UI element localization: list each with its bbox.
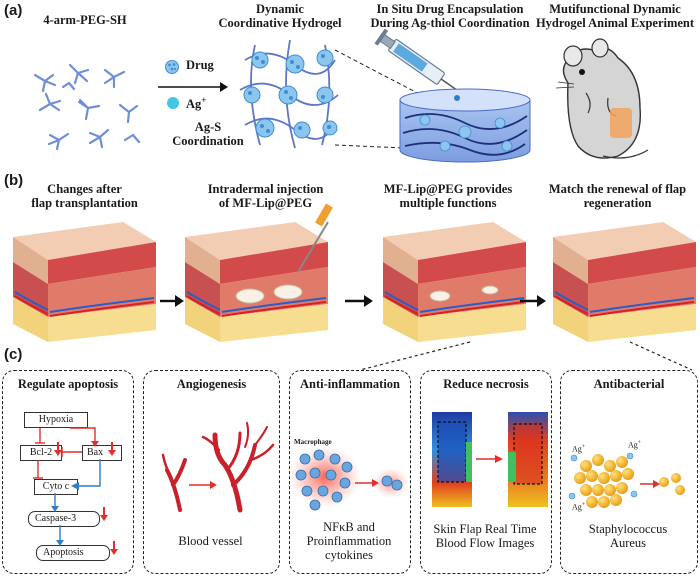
rat-icon — [555, 38, 649, 159]
skin-block-4 — [552, 221, 697, 343]
blood-flow-image-after — [508, 412, 548, 507]
syringe-icon — [374, 28, 467, 97]
skin-block-2 — [184, 203, 333, 343]
panel-a-label: (a) — [4, 2, 23, 19]
bacteria-cluster — [568, 452, 685, 508]
ag-ion-legend-icon — [167, 97, 179, 109]
coordination-arrow — [158, 82, 228, 92]
panel-b-label: (b) — [4, 172, 24, 189]
skin-block-3 — [382, 221, 527, 343]
caspase-node: Caspase-3 — [28, 511, 100, 527]
b-to-c-connector — [359, 341, 693, 371]
step-arrow-3 — [520, 295, 546, 307]
peg-label: 4-arm-PEG-SH — [43, 13, 127, 27]
apoptosis-title: Regulate apoptosis — [17, 377, 119, 391]
necrosis-arrow — [476, 455, 503, 463]
hydrogel-cylinder — [399, 88, 531, 163]
necrosis-title: Reduce necrosis — [443, 377, 529, 391]
angiogenesis-caption: Blood vessel — [178, 534, 243, 548]
ag-label-1: Ag+ — [572, 444, 586, 454]
inflammation-title: Anti-inflammation — [300, 377, 400, 391]
hydrogel-network — [239, 39, 339, 149]
ag-label-3: Ag+ — [572, 502, 586, 512]
step-arrow-1 — [160, 295, 184, 307]
antibacterial-title: Antibacterial — [593, 377, 665, 391]
step-arrow-2 — [345, 295, 373, 307]
skin-block-1 — [13, 222, 156, 342]
peg-network — [33, 63, 141, 151]
ag-legend-label: Ag+ — [186, 95, 207, 112]
drug-legend-icon — [165, 60, 179, 74]
macrophage-cluster — [289, 447, 409, 511]
hypoxia-node: Hypoxia — [24, 412, 88, 428]
drug-legend-label: Drug — [186, 58, 214, 72]
blood-vessel-icon — [161, 422, 275, 513]
ag-label-2: Ag+ — [628, 440, 642, 450]
panel-c-label: (c) — [4, 346, 23, 363]
angiogenesis-title: Angiogenesis — [176, 377, 247, 391]
macrophage-label: Macrophage — [294, 438, 332, 446]
apoptosis-flow-arrows — [33, 427, 118, 555]
apoptosis-node: Apoptosis — [36, 545, 110, 561]
blood-flow-image-before — [432, 412, 472, 507]
apoptosis-box: Regulate apoptosis — [2, 370, 134, 574]
